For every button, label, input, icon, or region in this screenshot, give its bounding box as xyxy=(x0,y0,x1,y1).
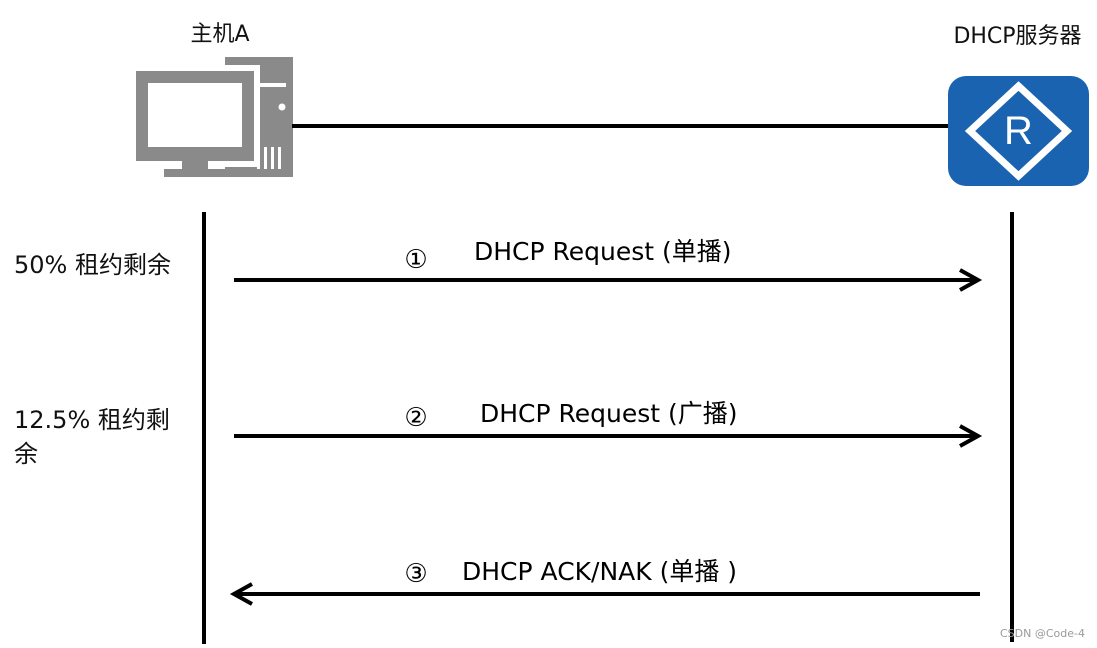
message-1-arrowhead xyxy=(959,268,983,292)
router-letter: R xyxy=(1004,109,1033,153)
server-lifeline xyxy=(1010,212,1014,642)
message-2-label: DHCP Request (广播) xyxy=(480,399,738,428)
step-1-number: ① xyxy=(404,245,427,275)
dhcp-server-label: DHCP服务器 xyxy=(953,24,1082,49)
message-3: ③ DHCP ACK/NAK (单播 ) xyxy=(229,557,980,606)
message-2-arrowhead xyxy=(959,424,983,448)
lease-12-label: 12.5% 租约剩 余 xyxy=(14,406,170,468)
message-arrows: ① DHCP Request (单播) ② DHCP Request (广播) … xyxy=(229,237,983,606)
message-1: ① DHCP Request (单播) xyxy=(234,237,983,292)
message-3-arrowhead xyxy=(229,582,253,606)
step-2-number: ② xyxy=(404,403,427,433)
watermark-text: CSDN @Code-4 xyxy=(1000,627,1085,640)
lease-50-label: 50% 租约剩余 xyxy=(14,251,171,279)
network-link xyxy=(292,124,950,128)
message-3-label: DHCP ACK/NAK (单播 ) xyxy=(462,557,737,586)
router-icon: R xyxy=(948,76,1089,186)
message-2: ② DHCP Request (广播) xyxy=(234,399,983,448)
message-1-label: DHCP Request (单播) xyxy=(474,237,732,266)
host-a-label: 主机A xyxy=(190,22,250,47)
host-lifeline xyxy=(202,212,206,644)
computer-icon xyxy=(130,57,293,177)
step-3-number: ③ xyxy=(404,559,427,589)
